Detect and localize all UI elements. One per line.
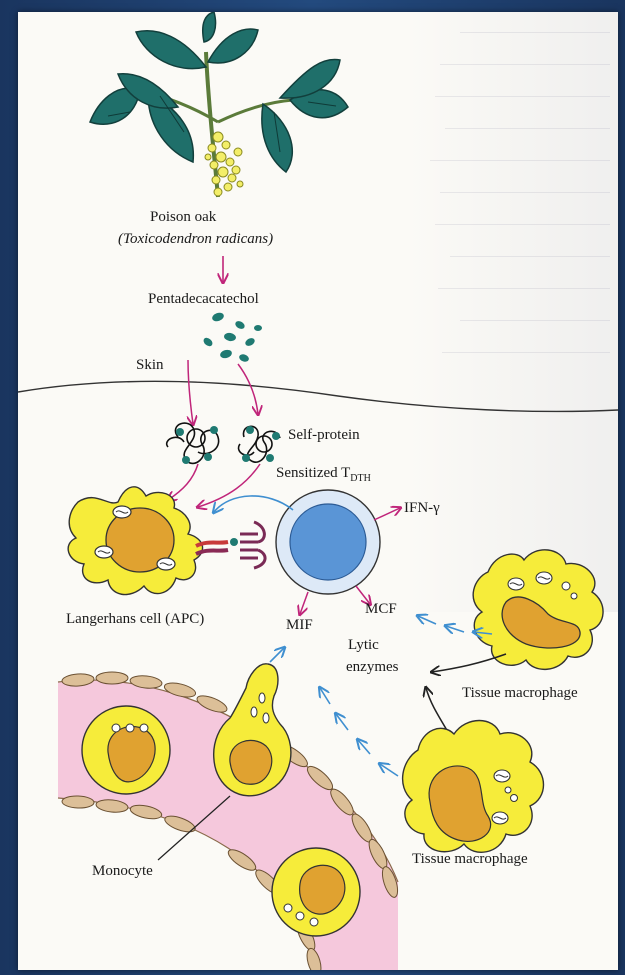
immune-response-diagram [18,12,618,970]
skin-surface-line [18,381,618,411]
arrow-macrophage-bottom-to-lytic [426,688,448,732]
self-protein-complex-right-icon [239,426,280,462]
langerhans-cell-icon [68,487,202,595]
enzymes-label: enzymes [346,658,398,676]
tissue-macrophage-bottom-icon [403,721,544,853]
arrow-complex-to-apc-left [168,464,198,500]
tissue-macrophage-top-icon [473,550,603,670]
monocyte-bottom-icon [272,848,360,936]
monocyte-migrating-icon [214,664,291,796]
mif-label: MIF [286,616,313,634]
tissue-macrophage-top-label: Tissue macrophage [462,684,578,702]
self-protein-complex-left-icon [167,423,219,464]
lytic-label: Lytic [348,636,379,654]
textbook-page: Poison oak (Toxicodendron radicans) Pent… [18,12,618,970]
mhc-tcr-interaction-icon [196,522,265,568]
self-protein-label: Self-protein [288,426,360,444]
arrow-tcell-to-apc [214,496,293,512]
arrow-chemical-left [188,360,193,424]
arrow-chemical-right [238,364,258,414]
arrow-to-mif [300,592,308,614]
toxicodendron-label: (Toxicodendron radicans) [118,230,273,248]
monocyte-label: Monocyte [92,862,153,880]
tissue-macrophage-bottom-label: Tissue macrophage [412,850,528,868]
skin-label: Skin [136,356,164,374]
monocyte-left-icon [82,706,170,794]
mcf-label: MCF [365,600,397,618]
poison-oak-label: Poison oak [150,208,216,226]
pentadecacatechol-label: Pentadecacatechol [148,290,259,308]
langerhans-cell-label: Langerhans cell (APC) [66,610,204,628]
pentadecacatechol-molecules-icon [202,311,262,363]
poison-oak-flowers-icon [205,132,243,196]
arrow-to-ifn-gamma [374,508,400,520]
sensitized-t-cell-icon [276,490,380,594]
sensitized-t-dth-label: Sensitized TDTH [276,464,371,484]
ifn-gamma-label: IFN-γ [404,499,440,517]
